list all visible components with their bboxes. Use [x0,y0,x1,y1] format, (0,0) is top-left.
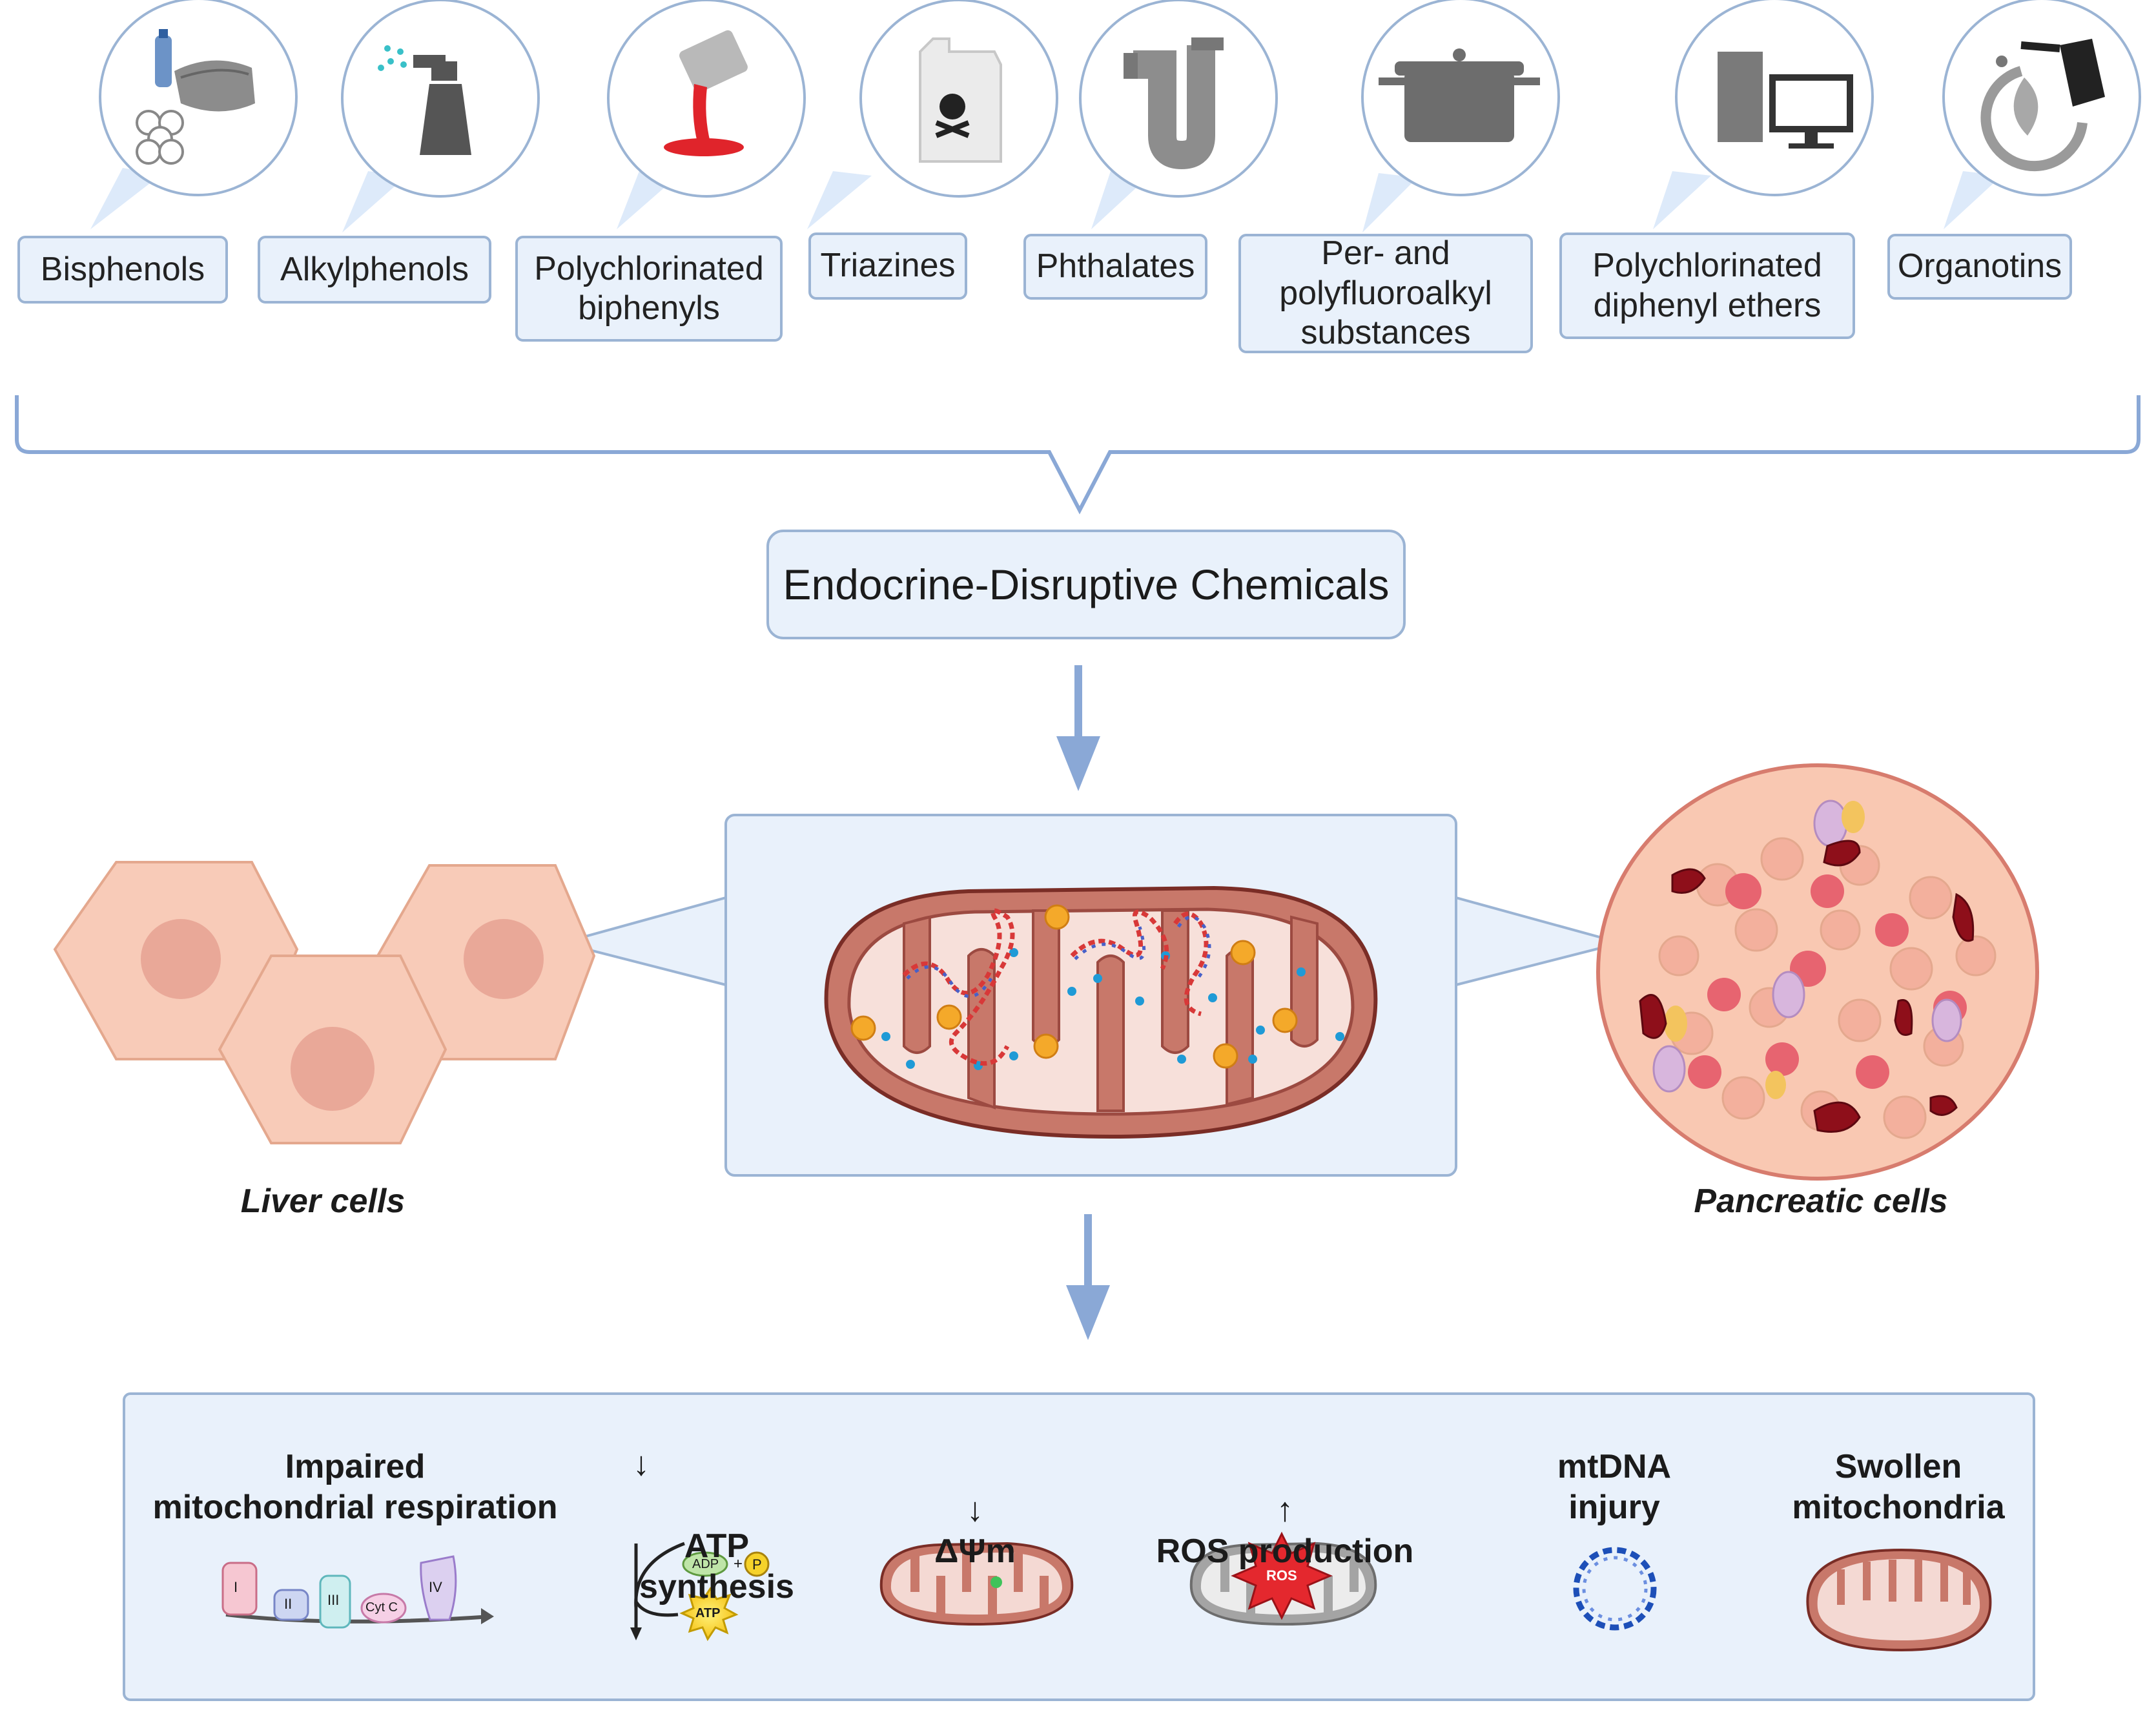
arrow-down-1 [1056,665,1100,791]
source-label-pfas: Per- and polyfluoroalkyl substances [1238,234,1533,353]
etc-complex-ii: II [284,1596,293,1612]
liver-connector [557,896,727,987]
liver-cells-caption: Liver cells [240,1182,406,1220]
computer-icon [1653,0,1874,229]
ros-up-arrow: ↑ [1277,1491,1293,1529]
pancreas-connector [1455,896,1626,987]
cooking-pot-icon [1361,0,1560,232]
ros-label: ROS [1266,1567,1297,1584]
endocrine-disruptive-chemicals-label: Endocrine-Disruptive Chemicals [766,530,1406,639]
source-label-organotins: Organotins [1887,234,2072,300]
paint-can-icon [607,0,806,229]
spray-bottle-icon [341,0,540,232]
mtdna-ring-icon [1573,1547,1657,1631]
ros-production-text: ROS production [1156,1532,1414,1570]
pipe-icon [1079,0,1278,229]
effects-panel [123,1392,2035,1701]
atp-down-arrow: ↓ [633,1445,650,1483]
etc-complex-iv: IV [429,1579,442,1595]
delta-psi-text: ΔΨm [934,1532,1016,1570]
etc-complex-iii: III [327,1592,340,1608]
adp-label: ADP [692,1557,719,1571]
plus-label: + [734,1555,743,1573]
swollen-mitochondrion-icon [1806,1548,1992,1652]
effect-impaired-respiration: Impaired mitochondrial respiration [152,1448,558,1527]
phosphate-label: P [752,1556,762,1573]
source-label-polychlorinated-diphenyl-ethers: Polychlorinated diphenyl ethers [1559,232,1855,339]
pancreatic-islet-illustration [1596,763,2039,1181]
bottles-and-mask-icon [90,0,298,229]
source-label-phthalates: Phthalates [1023,234,1207,300]
etc-cyt-c: Cyt C [365,1600,398,1615]
grouping-brace [15,395,2141,515]
source-label-triazines: Triazines [808,232,967,300]
arrow-down-2 [1066,1214,1110,1340]
atp-synthesis-text: ATP synthesis [639,1527,794,1606]
effect-mtdna-injury: mtDNA injury [1557,1448,1672,1527]
source-label-bisphenols: Bisphenols [17,236,228,304]
atp-label: ATP [695,1606,721,1620]
poison-jug-icon [807,0,1058,229]
effect-swollen-mitochondria: Swollen mitochondria [1792,1448,2005,1527]
source-label-alkylphenols: Alkylphenols [258,236,491,304]
source-label-polychlorinated-biphenyls: Polychlorinated biphenyls [515,236,783,342]
delta-psi-down-arrow: ↓ [967,1491,983,1529]
effect-atp-synthesis: ↓ ATP synthesis [607,1444,801,1649]
atp-cycle-icon [630,1542,770,1642]
membrane-potential-mitochondrion-icon [879,1542,1074,1626]
pancreatic-cells-caption: Pancreatic cells [1694,1182,1948,1220]
effect-ros-production: ↑ ROS production [1124,1449,1446,1572]
fuel-leaf-icon [1942,0,2141,229]
electron-transport-chain-icon [221,1555,494,1629]
etc-complex-i: I [234,1579,238,1595]
mitochondrion-icon [824,885,1378,1139]
ros-mitochondrion-icon [1189,1531,1377,1626]
liver-nuclei [141,919,544,1111]
effect-membrane-potential: ↓ ΔΨm [898,1449,1052,1572]
source-icons [90,0,2141,232]
